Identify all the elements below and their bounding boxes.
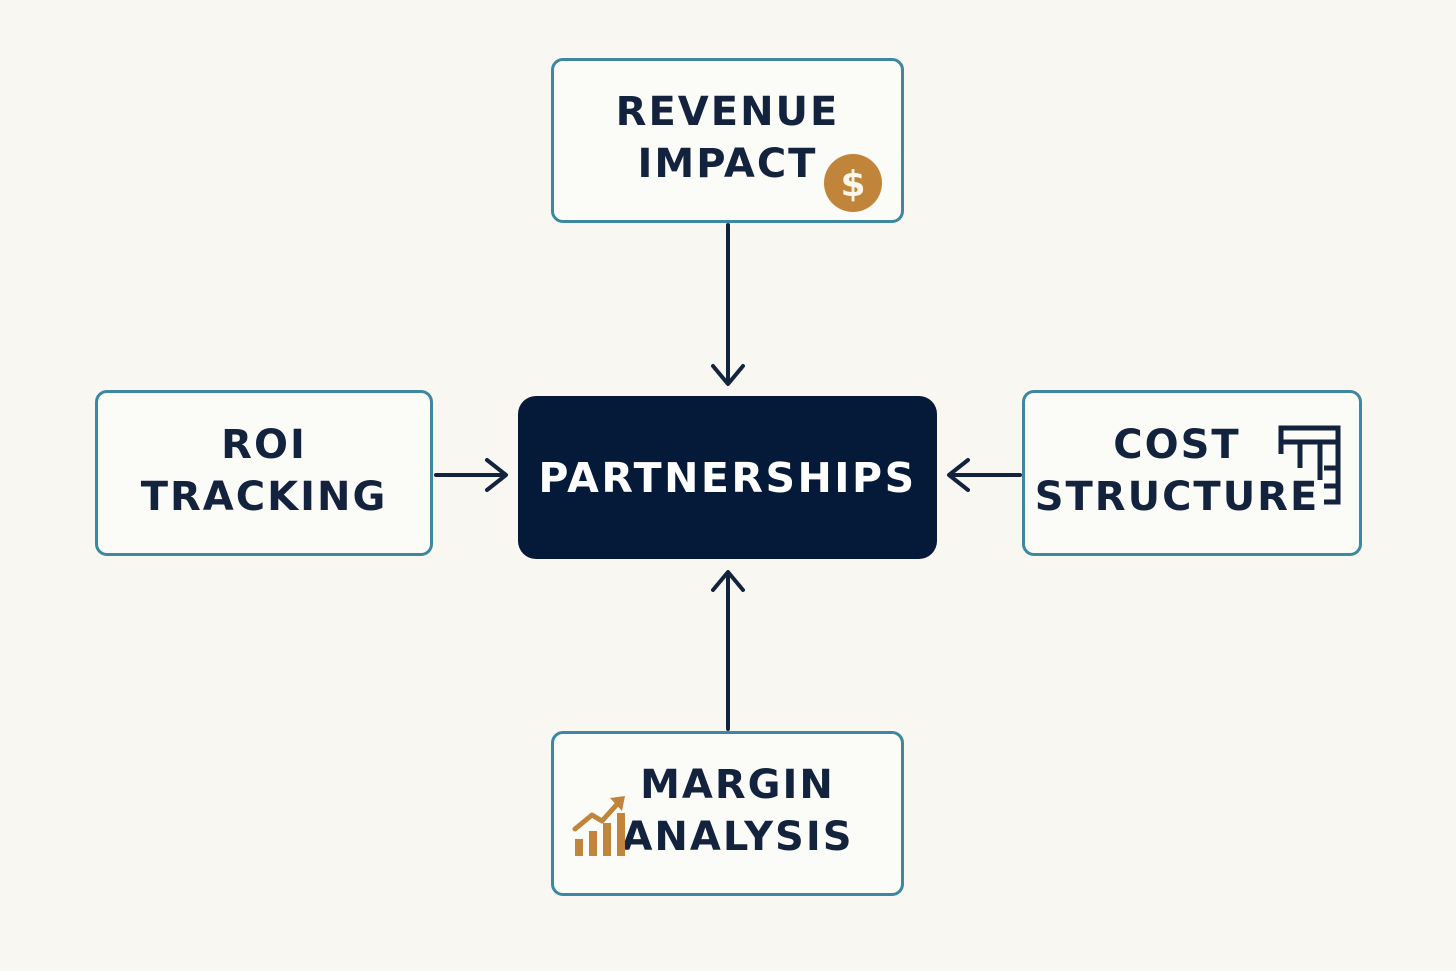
arrow-roi-to-center	[434, 458, 508, 492]
node-roi-tracking-line2: TRACKING	[140, 474, 388, 520]
arrow-cost-to-center	[947, 458, 1022, 492]
bar-chart-growth-icon	[572, 796, 625, 856]
node-revenue-impact-line2: IMPACT	[637, 140, 818, 187]
node-cost-structure: COST STRUCTURE	[1022, 390, 1362, 556]
node-cost-structure-label: COST STRUCTURE	[1035, 419, 1320, 523]
node-margin-analysis-line1: MARGIN	[640, 761, 835, 808]
node-roi-tracking-line1: ROI	[221, 422, 307, 468]
building-icon	[1278, 425, 1341, 505]
node-roi-tracking-label: ROI TRACKING	[141, 419, 388, 523]
dollar-coin-icon: $	[824, 154, 882, 212]
node-revenue-impact: REVENUE IMPACT	[551, 58, 904, 223]
node-partnerships: PARTNERSHIPS	[518, 396, 937, 559]
node-revenue-impact-line1: REVENUE	[615, 88, 840, 135]
node-revenue-impact-label: REVENUE IMPACT	[616, 86, 840, 190]
node-cost-structure-line2: STRUCTURE	[1034, 474, 1320, 520]
arrow-margin-to-center	[711, 570, 745, 731]
node-roi-tracking: ROI TRACKING	[95, 390, 433, 556]
node-margin-analysis: MARGIN ANALYSIS	[551, 731, 904, 896]
node-cost-structure-line1: COST	[1113, 422, 1241, 468]
node-partnerships-label: PARTNERSHIPS	[538, 453, 917, 502]
arrow-revenue-to-center	[711, 223, 745, 386]
node-margin-analysis-label: MARGIN ANALYSIS	[621, 759, 853, 863]
svg-text:$: $	[840, 164, 865, 205]
node-margin-analysis-line2: ANALYSIS	[621, 813, 854, 860]
